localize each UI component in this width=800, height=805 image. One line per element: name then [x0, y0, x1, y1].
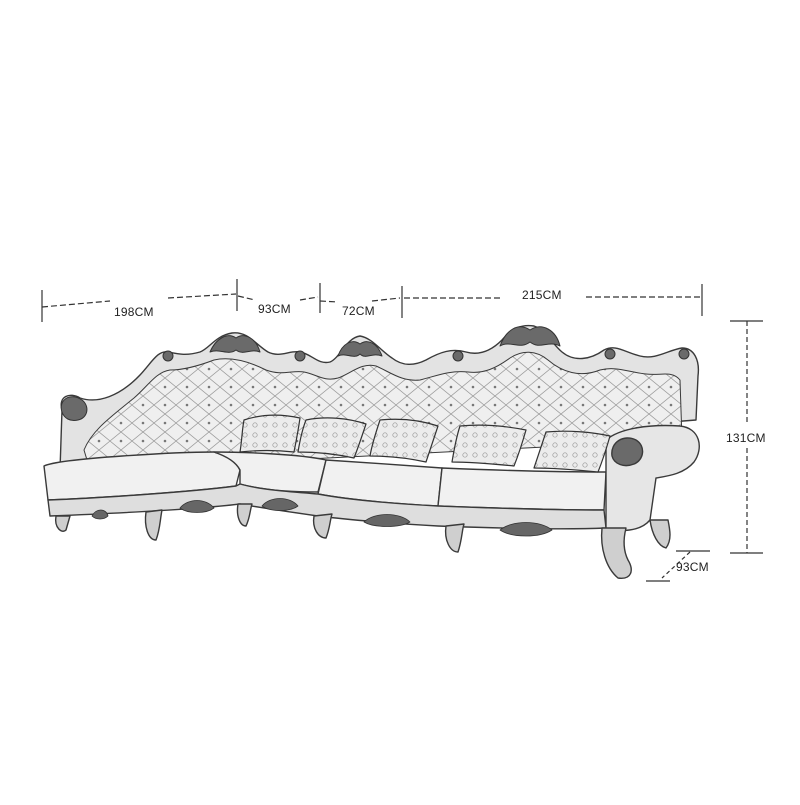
crest-ornament-8 [678, 348, 690, 360]
sofa-back-cushion [83, 351, 683, 471]
dimension-lines [41, 279, 763, 582]
pillow-3 [369, 418, 439, 463]
crest-ornament-4 [162, 350, 174, 362]
width-label-215: 215CM [522, 288, 562, 302]
leg-5 [444, 523, 465, 553]
seat-cushions [43, 451, 607, 511]
width-label-corner: 93CM [258, 302, 291, 316]
leg-6 [600, 527, 632, 579]
width-dimension-line [41, 293, 702, 308]
left-scroll-ornament [60, 396, 88, 421]
width-label-72: 72CM [342, 304, 375, 318]
crest-ornament-5 [294, 350, 306, 362]
leg-2 [144, 509, 163, 541]
leg-7 [649, 519, 671, 549]
throw-pillows [239, 414, 611, 473]
crest-ornament-3 [499, 326, 561, 347]
width-label-198: 198CM [114, 305, 154, 319]
pillow-4 [451, 424, 527, 467]
leg-1 [54, 515, 71, 532]
pillow-5 [533, 430, 611, 473]
carving-4 [363, 514, 411, 527]
leg-4 [312, 513, 333, 539]
carving-2 [179, 500, 215, 513]
crest-ornament-2 [337, 341, 383, 357]
crest-ornament-7 [604, 348, 616, 360]
carving-1 [91, 509, 109, 520]
carving-5 [499, 522, 553, 537]
carving-3 [261, 498, 299, 511]
pillow-2 [297, 417, 367, 459]
right-arm-scroll [611, 437, 644, 467]
pillow-1 [239, 414, 301, 453]
depth-dimension-line [661, 551, 691, 579]
sofa-legs [54, 503, 671, 579]
crest-ornament-1 [209, 335, 261, 353]
depth-label: 93CM [676, 560, 709, 574]
height-label: 131CM [726, 431, 766, 445]
right-arm [605, 424, 700, 532]
sofa-illustration [43, 324, 700, 579]
seat-cushion-right [437, 467, 607, 511]
apron-carvings [91, 498, 553, 537]
crest-ornaments [60, 326, 690, 421]
crest-ornament-6 [452, 350, 464, 362]
leg-3 [236, 503, 253, 527]
